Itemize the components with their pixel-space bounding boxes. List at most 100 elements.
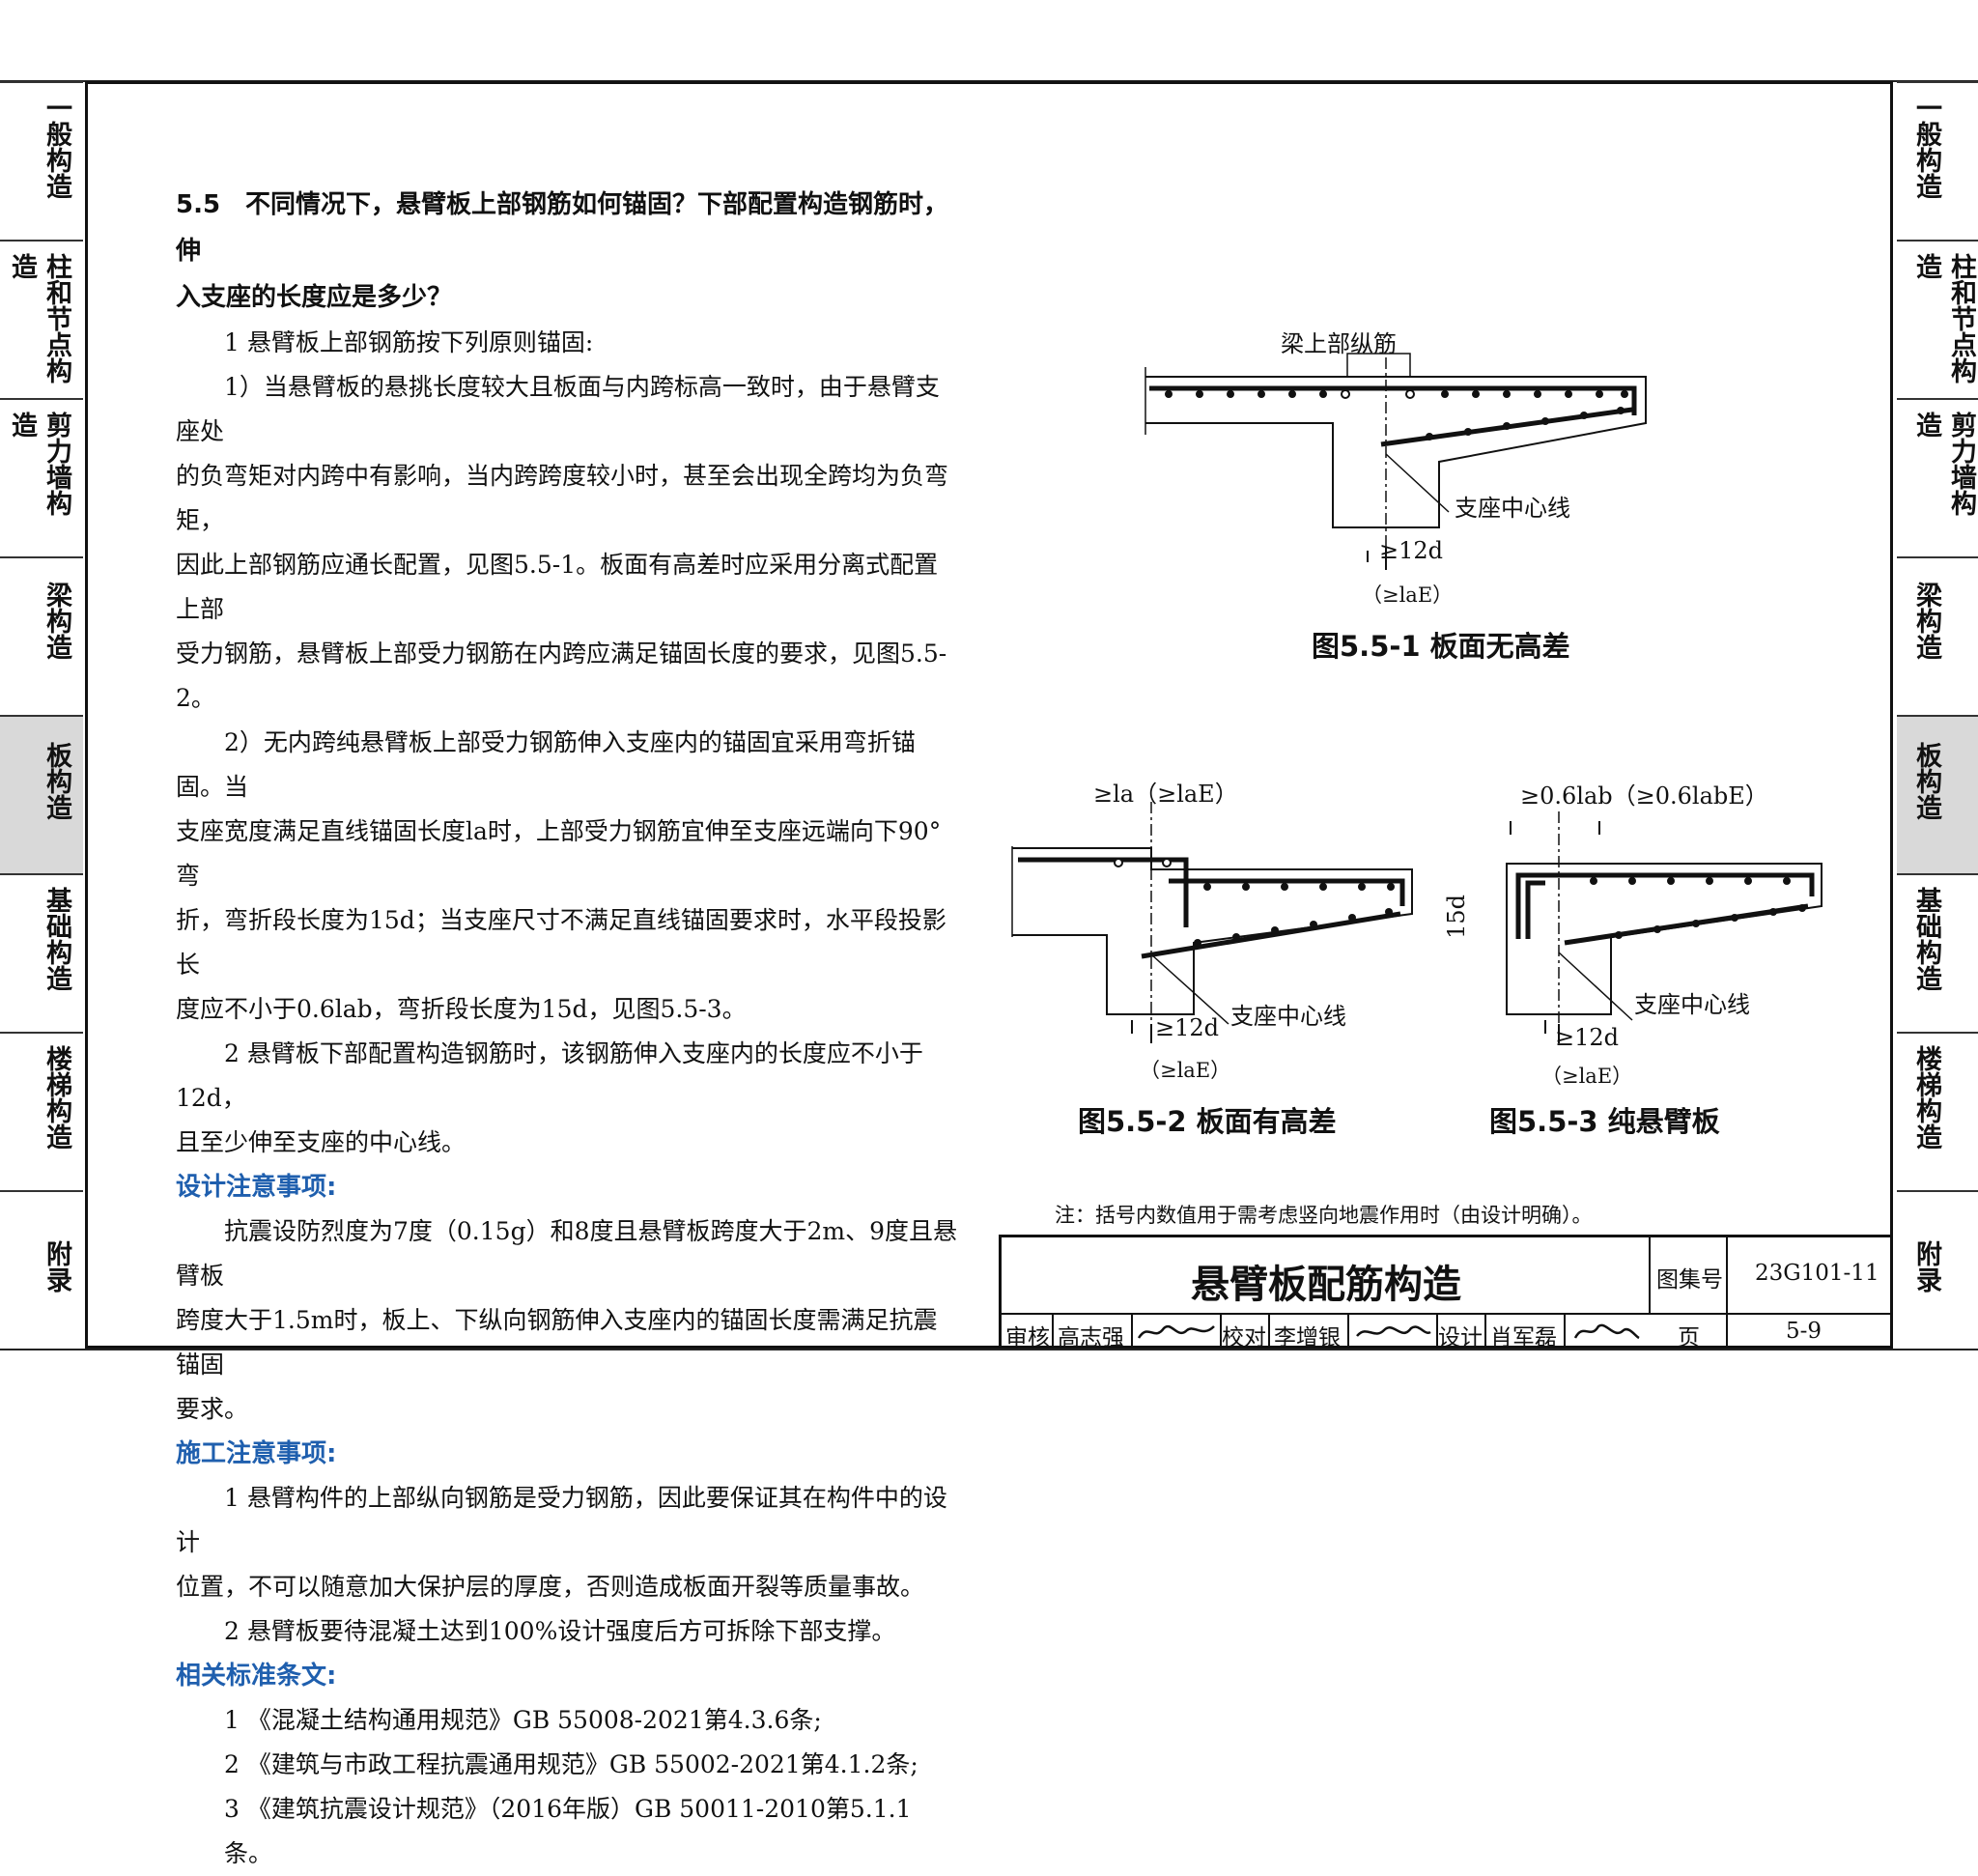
paragraph: 1 悬臂板上部钢筋按下列原则锚固:: [224, 328, 594, 356]
checker-name: 李增银: [1274, 1325, 1341, 1350]
paragraph: 支座宽度满足直线锚固长度la时，上部受力钢筋宜伸至支座远端向下90° 弯: [176, 817, 942, 890]
section-heading-line2: 入支座的长度应是多少？: [176, 283, 453, 312]
tab-label: 剪力墙构造: [1911, 412, 1976, 516]
divider: [1131, 1315, 1133, 1349]
tab-label: 板构造: [1911, 742, 1941, 820]
tab-beam-left[interactable]: 梁构造: [0, 556, 83, 715]
dimension-label: 15d: [1443, 895, 1470, 939]
tab-label: 附录: [42, 1240, 71, 1293]
tab-column-left[interactable]: 柱和节点构造: [0, 240, 83, 398]
paragraph: 折，弯折段长度为15d；当支座尺寸不满足直线锚固要求时，水平段投影长: [176, 906, 947, 979]
atlas-label: 图集号: [1656, 1267, 1723, 1293]
paragraph: 要求。: [176, 1395, 249, 1423]
tab-stair-left[interactable]: 楼梯构造: [0, 1032, 83, 1190]
dimension-label: ≥la（≥laE）: [1093, 781, 1238, 808]
tab-foundation-right[interactable]: 基础构造: [1897, 873, 1978, 1032]
dimension-label: ≥12d: [1379, 537, 1444, 564]
paragraph: 2 悬臂板要待混凝土达到100%设计强度后方可拆除下部支撑。: [224, 1617, 896, 1645]
divider: [1268, 1315, 1270, 1349]
footnote: 注：括号内数值用于需考虑竖向地震作用时（由设计明确）。: [1055, 1204, 1593, 1227]
tab-label: 楼梯构造: [42, 1045, 71, 1150]
review-label: 审核: [1005, 1325, 1050, 1350]
dimension-label: ≥12d: [1555, 1024, 1620, 1051]
paragraph: 跨度大于1.5m时，板上、下纵向钢筋伸入支座内的锚固长度需满足抗震锚固: [176, 1306, 938, 1379]
tab-slab-left[interactable]: 板构造: [0, 715, 83, 873]
paragraph: 抗震设防烈度为7度（0.15g）和8度且悬臂板跨度大于2m、9度且悬臂板: [176, 1217, 957, 1290]
construction-notes-title: 施工注意事项:: [176, 1439, 337, 1468]
paragraph: 位置，不可以随意加大保护层的厚度，否则造成板面开裂等质量事故。: [176, 1573, 925, 1601]
tab-column-right[interactable]: 柱和节点构造: [1897, 240, 1978, 398]
support-centerline-label: 支座中心线: [1634, 991, 1750, 1018]
paragraph: 2 悬臂板下部配置构造钢筋时，该钢筋伸入支座内的长度应不小于12d，: [176, 1039, 923, 1112]
paragraph: 2）无内跨纯悬臂板上部受力钢筋伸入支座内的锚固宜采用弯折锚固。当: [176, 728, 916, 801]
divider: [1436, 1315, 1438, 1349]
tab-label: 楼梯构造: [1911, 1045, 1941, 1150]
title-block: 悬臂板配筋构造 图集号 23G101-11 审核 高志强 校对 李增银 设计 肖…: [999, 1235, 1893, 1350]
support-centerline-label: 支座中心线: [1455, 495, 1570, 522]
tab-label: 梁构造: [42, 582, 71, 660]
tab-wall-right[interactable]: 剪力墙构造: [1897, 398, 1978, 556]
divider: [1649, 1237, 1651, 1315]
designer-name: 肖军磊: [1490, 1325, 1557, 1350]
dimension-label: ≥0.6lab（≥0.6labE）: [1520, 782, 1768, 810]
support-centerline-label: 支座中心线: [1230, 1003, 1346, 1030]
standards-title: 相关标准条文:: [176, 1662, 337, 1691]
paragraph: 的负弯矩对内跨中有影响，当内跨跨度较小时，甚至会出现全跨均为负弯矩，: [176, 462, 949, 534]
page-number: 5-9: [1786, 1319, 1823, 1344]
reviewer-name: 高志强: [1058, 1325, 1124, 1350]
paragraph: 因此上部钢筋应通长配置，见图5.5-1。板面有高差时应采用分离式配置上部: [176, 551, 939, 623]
paragraph: 受力钢筋，悬臂板上部受力钢筋在内跨应满足锚固长度的要求，见图5.5-2。: [176, 640, 947, 712]
dimension-label: ≥12d: [1155, 1014, 1220, 1041]
check-label: 校对: [1222, 1325, 1266, 1350]
figure-5-5-3-drawing: [1506, 811, 1823, 1043]
standard-ref: 2 《建筑与市政工程抗震通用规范》GB 55002-2021第4.1.2条;: [224, 1750, 918, 1778]
tab-slab-right[interactable]: 板构造: [1897, 715, 1978, 873]
tab-wall-left[interactable]: 剪力墙构造: [0, 398, 83, 556]
tab-label: 一般构造: [42, 95, 71, 199]
tab-label: 柱和节点构造: [7, 253, 71, 384]
divider: [1347, 1315, 1349, 1349]
signature-reviewer: [1137, 1324, 1215, 1339]
signature-designer: [1573, 1323, 1640, 1340]
tab-beam-right[interactable]: 梁构造: [1897, 556, 1978, 715]
drawing-frame: [85, 81, 1893, 1349]
tab-label: 梁构造: [1911, 582, 1941, 660]
section-heading-line1: 5.5 不同情况下，悬臂板上部钢筋如何锚固？下部配置构造钢筋时，伸: [176, 190, 949, 266]
paragraph: 度应不小于0.6lab，弯折段长度为15d，见图5.5-3。: [176, 995, 747, 1023]
divider: [1002, 1313, 1893, 1315]
page-label: 页: [1678, 1325, 1700, 1350]
divider: [1564, 1315, 1566, 1349]
tab-label: 基础构造: [42, 887, 71, 991]
figure-caption: 图5.5-3 纯悬臂板: [1489, 1105, 1720, 1138]
design-label: 设计: [1438, 1325, 1483, 1350]
tab-stair-right[interactable]: 楼梯构造: [1897, 1032, 1978, 1190]
paragraph: 且至少伸至支座的中心线。: [176, 1128, 466, 1156]
dimension-label: （≥laE）: [1362, 583, 1454, 607]
paragraph: 1 悬臂构件的上部纵向钢筋是受力钢筋，因此要保证其在构件中的设计: [176, 1484, 947, 1556]
dimension-label: （≥laE）: [1541, 1065, 1633, 1088]
tab-appendix-left[interactable]: 附录: [0, 1190, 83, 1349]
dimension-label: （≥laE）: [1140, 1059, 1231, 1082]
tab-appendix-right[interactable]: 附录: [1897, 1190, 1978, 1349]
tab-label: 一般构造: [1911, 95, 1941, 199]
divider: [1052, 1315, 1054, 1349]
tab-label: 柱和节点构造: [1911, 253, 1976, 384]
tab-general-left[interactable]: 一般构造: [0, 81, 83, 240]
design-notes-title: 设计注意事项:: [176, 1173, 337, 1202]
standard-ref: 3 《建筑抗震设计规范》（2016年版）GB 50011-2010第5.1.1条…: [224, 1795, 912, 1867]
standard-ref: 1 《混凝土结构通用规范》GB 55008-2021第4.3.6条;: [224, 1706, 822, 1734]
figure-5-5-2-drawing: [1011, 802, 1413, 1043]
divider: [1220, 1315, 1222, 1349]
tab-label: 剪力墙构造: [7, 412, 71, 516]
tab-general-right[interactable]: 一般构造: [1897, 81, 1978, 240]
tab-label: 附录: [1911, 1240, 1941, 1293]
figure-caption: 图5.5-2 板面有高差: [1078, 1105, 1337, 1138]
tab-label: 基础构造: [1911, 887, 1941, 991]
divider: [1726, 1237, 1728, 1349]
beam-rebar-label: 梁上部纵筋: [1281, 330, 1397, 357]
signature-checker: [1356, 1325, 1431, 1337]
tab-foundation-left[interactable]: 基础构造: [0, 873, 83, 1032]
drawing-title: 悬臂板配筋构造: [1191, 1263, 1461, 1307]
bottom-rule: [0, 1349, 1978, 1350]
tab-label: 板构造: [42, 742, 71, 820]
